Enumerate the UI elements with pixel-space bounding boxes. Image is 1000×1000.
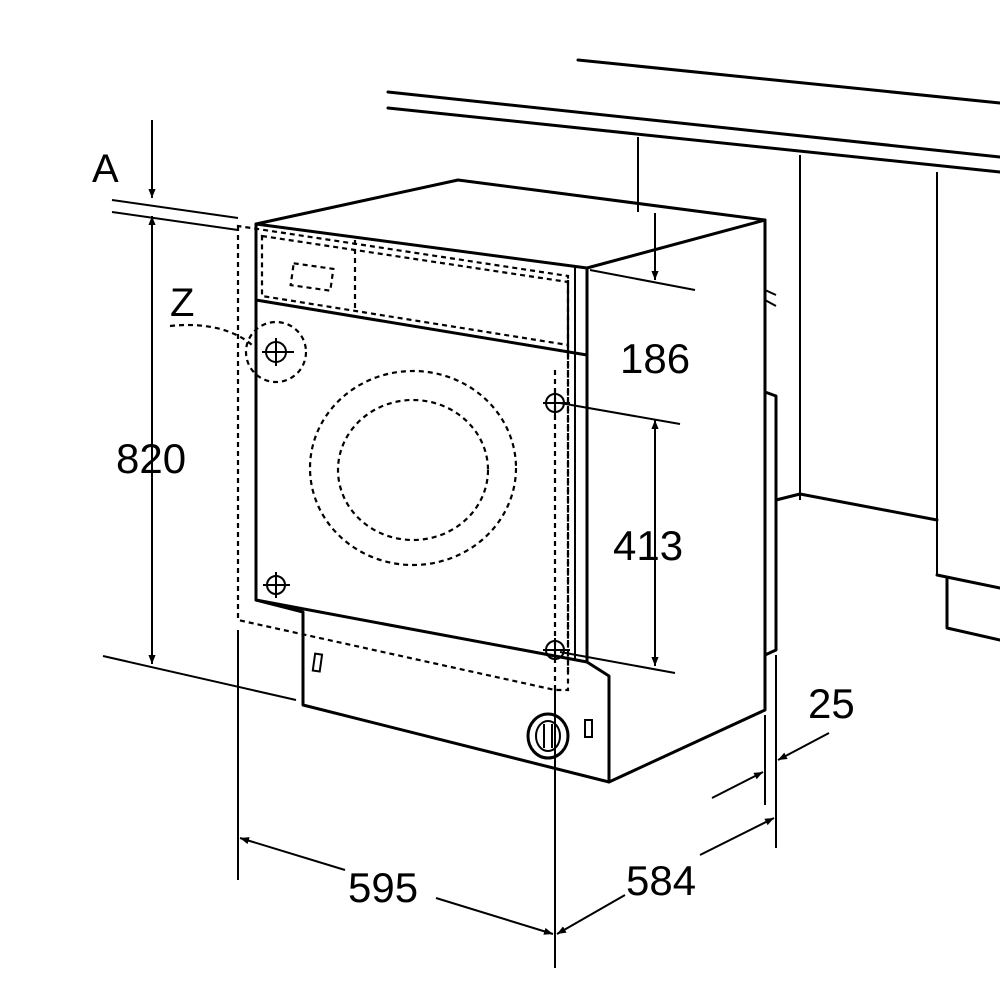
dim-width-label: 595 <box>348 864 418 911</box>
dim-top-panel-label: 186 <box>620 335 690 382</box>
dim-door-offset-arrow-right <box>777 732 830 761</box>
z-leader <box>169 323 253 346</box>
dim-depth-line-left <box>556 894 626 935</box>
dim-door-offset-arrow-left <box>711 771 764 799</box>
label-a: A <box>92 147 119 191</box>
extension-lines <box>102 199 777 968</box>
mounting-points <box>244 320 570 662</box>
label-z: Z <box>170 281 194 325</box>
dim-width-line-left <box>239 837 346 871</box>
plinth-details <box>311 652 593 760</box>
mount-point-top-right <box>543 391 570 415</box>
kitchen-cabinet-outline <box>386 58 1000 642</box>
mount-point-bottom-left <box>263 572 290 598</box>
washing-machine-body <box>254 178 778 784</box>
mount-point-bottom-right <box>543 638 570 662</box>
front-door-dashed-outline <box>236 224 570 692</box>
dim-door-offset-label: 25 <box>808 680 855 727</box>
dim-height-label: 820 <box>116 435 186 482</box>
dim-width-line-right <box>435 897 554 935</box>
dimension-labels: A Z 820 186 413 595 584 25 <box>92 147 855 911</box>
dim-depth-label: 584 <box>626 857 696 904</box>
dim-depth-line-right <box>699 817 775 856</box>
mount-point-top-left <box>244 320 308 384</box>
dimension-lines <box>148 120 830 935</box>
dim-mount-spacing-label: 413 <box>613 522 683 569</box>
